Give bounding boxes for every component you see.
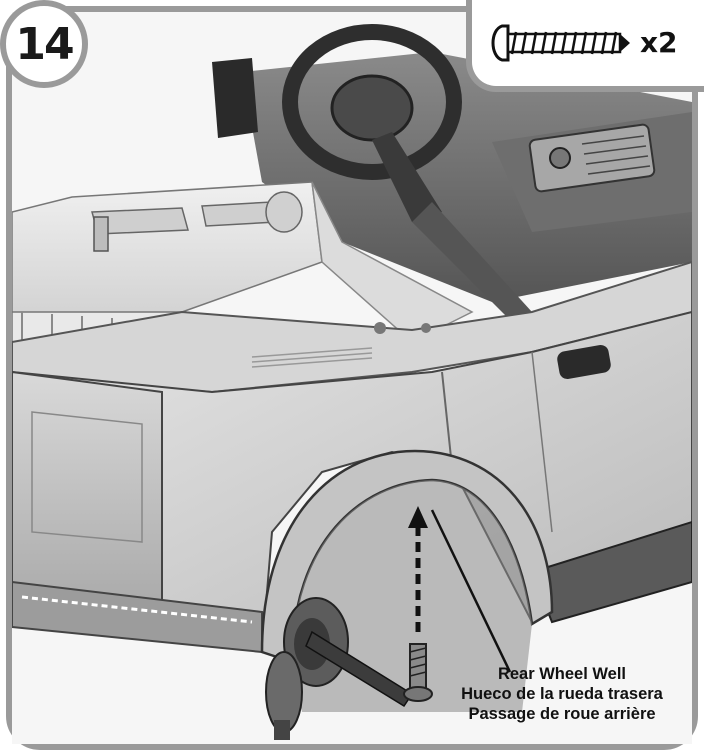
steering-wheel xyxy=(282,24,532,322)
screw-part xyxy=(403,643,433,702)
vehicle-illustration xyxy=(12,12,692,744)
step-badge: 14 xyxy=(0,0,88,88)
callout-french: Passage de roue arrière xyxy=(468,705,656,723)
callout-label: Rear Wheel Well Hueco de la rueda traser… xyxy=(442,664,682,724)
quantity-label: x2 xyxy=(640,26,678,59)
step-number: 14 xyxy=(15,18,74,70)
callout-english: Rear Wheel Well xyxy=(497,665,627,683)
door-handle xyxy=(557,344,611,380)
insertion-arrow xyxy=(408,506,428,632)
radio xyxy=(528,123,656,193)
parts-box: x2 xyxy=(466,0,704,92)
callout-leader xyxy=(430,509,512,673)
screw-icon xyxy=(491,24,630,62)
rear-axle xyxy=(265,597,414,740)
mirror xyxy=(212,58,258,138)
callout-spanish: Hueco de la rueda trasera xyxy=(461,685,663,703)
